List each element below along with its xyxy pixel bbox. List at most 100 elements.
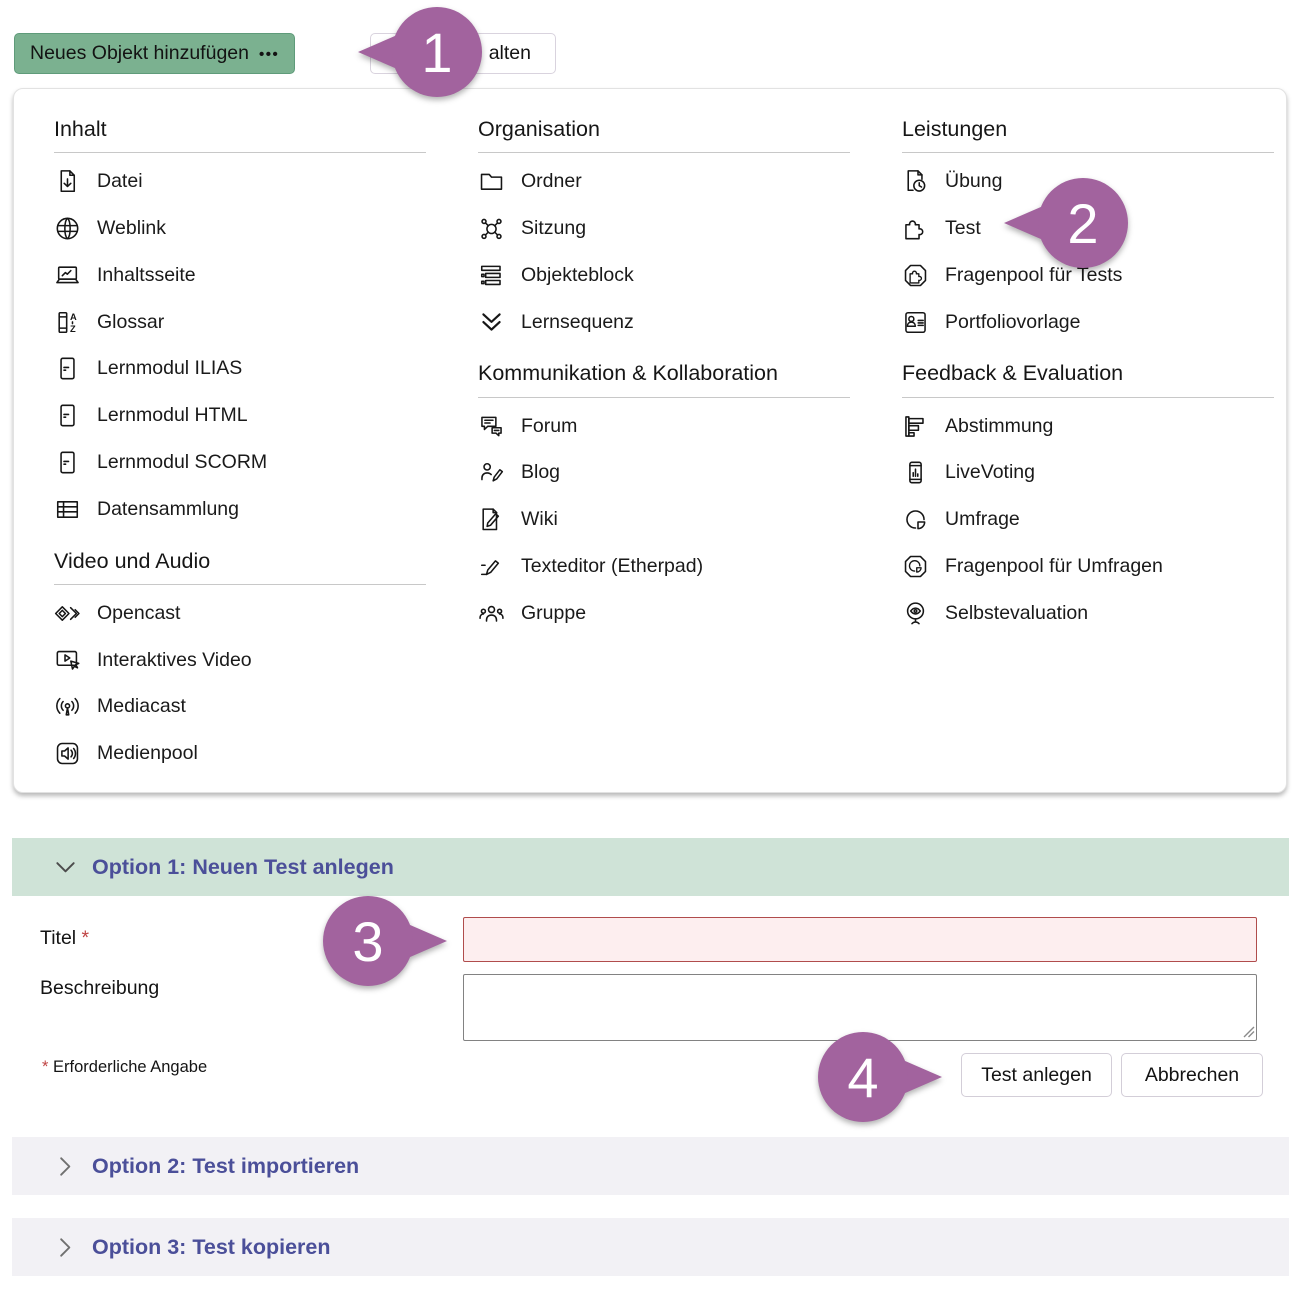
menu-item-label: Lernmodul SCORM bbox=[97, 450, 268, 473]
option2-section-header[interactable]: Option 2: Test importieren bbox=[12, 1137, 1289, 1195]
menu-item-fragenpool-für-tests[interactable]: Fragenpool für Tests bbox=[902, 252, 1274, 299]
menu-item-label: Objekteblock bbox=[521, 263, 634, 286]
option3-section-header[interactable]: Option 3: Test kopieren bbox=[12, 1218, 1289, 1276]
section-title: Feedback & Evaluation bbox=[902, 361, 1124, 386]
menu-item-label: Wiki bbox=[521, 508, 558, 531]
section-divider bbox=[478, 396, 850, 398]
menu-item-label: Test bbox=[945, 216, 981, 239]
menu-item-livevoting[interactable]: LiveVoting bbox=[902, 450, 1274, 497]
questionpool-test-icon bbox=[902, 262, 929, 289]
option2-title: Option 2: Test importieren bbox=[92, 1153, 360, 1178]
questionpool-survey-icon bbox=[902, 553, 929, 580]
menu-item-weblink[interactable]: Weblink bbox=[54, 205, 426, 252]
create-test-button[interactable]: Test anlegen bbox=[961, 1053, 1112, 1097]
menu-item-übung[interactable]: Übung bbox=[902, 158, 1274, 205]
menu-item-medienpool[interactable]: Medienpool bbox=[54, 730, 426, 777]
menu-item-label: Datensammlung bbox=[97, 497, 239, 520]
svg-text:4: 4 bbox=[847, 1046, 878, 1109]
portfolio-template-icon bbox=[902, 309, 929, 336]
globe-icon bbox=[54, 215, 81, 242]
add-object-button[interactable]: Neues Objekt hinzufügen ••• bbox=[14, 33, 296, 74]
menu-item-ordner[interactable]: Ordner bbox=[478, 158, 850, 205]
ellipsis-icon: ••• bbox=[258, 46, 280, 63]
chevron-down-icon bbox=[56, 861, 75, 872]
menu-item-sitzung[interactable]: Sitzung bbox=[478, 205, 850, 252]
interactive-video-icon bbox=[54, 647, 81, 674]
file-icon bbox=[54, 168, 81, 195]
callout-step-3: 3 bbox=[323, 896, 447, 986]
menu-item-blog[interactable]: Blog bbox=[478, 450, 850, 497]
folder-icon bbox=[478, 168, 505, 195]
menu-item-portfoliovorlage[interactable]: Portfoliovorlage bbox=[902, 299, 1274, 346]
description-textarea[interactable] bbox=[463, 974, 1257, 1041]
menu-item-label: Selbstevaluation bbox=[945, 601, 1089, 624]
menu-item-lernmodul-html[interactable]: Lernmodul HTML bbox=[54, 392, 426, 439]
menu-item-wiki[interactable]: Wiki bbox=[478, 496, 850, 543]
menu-item-label: Umfrage bbox=[945, 508, 1020, 531]
option1-section-header[interactable]: Option 1: Neuen Test anlegen bbox=[12, 838, 1289, 896]
cancel-button[interactable]: Abbrechen bbox=[1121, 1053, 1263, 1097]
menu-item-inhaltsseite[interactable]: Inhaltsseite bbox=[54, 252, 426, 299]
menu-item-test[interactable]: Test bbox=[902, 205, 1274, 252]
chevron-right-icon bbox=[60, 1237, 71, 1257]
test-icon bbox=[902, 215, 929, 242]
menu-item-datensammlung[interactable]: Datensammlung bbox=[54, 486, 426, 533]
menu-item-label: Ordner bbox=[521, 170, 582, 193]
learnmodule-icon bbox=[54, 449, 81, 476]
svg-text:3: 3 bbox=[352, 910, 383, 973]
menu-item-label: Fragenpool für Tests bbox=[945, 263, 1123, 286]
title-label: Titel * bbox=[40, 927, 90, 949]
menu-item-interaktives-video[interactable]: Interaktives Video bbox=[54, 637, 426, 684]
etherpad-icon bbox=[478, 553, 505, 580]
group-icon bbox=[478, 600, 505, 627]
section-divider bbox=[902, 152, 1274, 154]
svg-text:Z: Z bbox=[70, 323, 76, 333]
menu-item-label: Interaktives Video bbox=[97, 648, 252, 671]
menu-item-label: Blog bbox=[521, 461, 561, 484]
menu-item-abstimmung[interactable]: Abstimmung bbox=[902, 403, 1274, 450]
title-input[interactable] bbox=[463, 917, 1257, 962]
callout-step-1: 1 bbox=[358, 7, 482, 97]
menu-item-label: Weblink bbox=[97, 216, 167, 239]
menu-item-umfrage[interactable]: Umfrage bbox=[902, 496, 1274, 543]
menu-item-label: Texteditor (Etherpad) bbox=[521, 555, 704, 578]
menu-item-lernsequenz[interactable]: Lernsequenz bbox=[478, 299, 850, 346]
menu-item-lernmodul-scorm[interactable]: Lernmodul SCORM bbox=[54, 439, 426, 486]
section-divider bbox=[54, 583, 426, 585]
menu-item-label: Abstimmung bbox=[945, 414, 1054, 437]
survey-icon bbox=[902, 506, 929, 533]
resize-grip-icon[interactable] bbox=[1243, 1026, 1255, 1038]
menu-item-forum[interactable]: Forum bbox=[478, 403, 850, 450]
menu-item-datei[interactable]: Datei bbox=[54, 158, 426, 205]
menu-item-label: Sitzung bbox=[521, 216, 587, 239]
menu-item-opencast[interactable]: Opencast bbox=[54, 590, 426, 637]
required-field-note: * Erforderliche Angabe bbox=[42, 1058, 208, 1076]
section-divider bbox=[54, 152, 426, 154]
menu-item-selbstevaluation[interactable]: Selbstevaluation bbox=[902, 590, 1274, 637]
livevoting-icon bbox=[902, 459, 929, 486]
menu-item-gruppe[interactable]: Gruppe bbox=[478, 590, 850, 637]
exercise-icon bbox=[902, 168, 929, 195]
menu-item-texteditor-etherpad[interactable]: Texteditor (Etherpad) bbox=[478, 543, 850, 590]
menu-item-mediacast[interactable]: Mediacast bbox=[54, 684, 426, 731]
menu-item-lernmodul-ilias[interactable]: Lernmodul ILIAS bbox=[54, 345, 426, 392]
menu-item-label: Übung bbox=[945, 170, 1003, 193]
menu-item-label: Lernsequenz bbox=[521, 310, 634, 333]
menu-item-fragenpool-für-umfragen[interactable]: Fragenpool für Umfragen bbox=[902, 543, 1274, 590]
callout-step-4: 4 bbox=[818, 1032, 942, 1122]
menu-item-label: Lernmodul ILIAS bbox=[97, 357, 243, 380]
menu-item-objekteblock[interactable]: Objekteblock bbox=[478, 252, 850, 299]
section-title: Video und Audio bbox=[54, 548, 211, 573]
chevron-right-icon bbox=[60, 1156, 71, 1176]
mediapool-icon bbox=[54, 740, 81, 767]
objectblock-icon bbox=[478, 262, 505, 289]
